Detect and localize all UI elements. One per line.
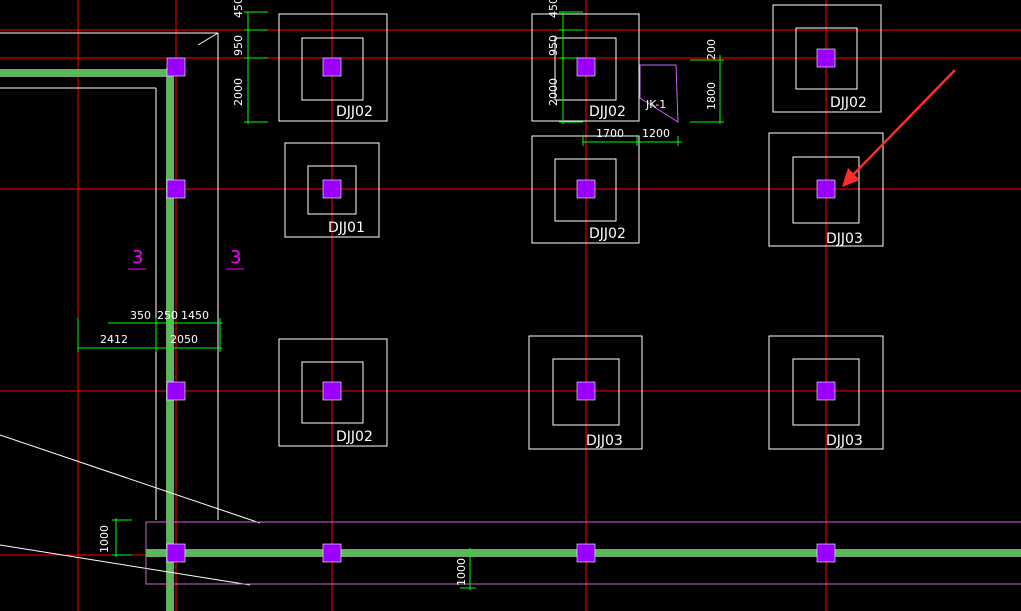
column[interactable] [166, 543, 186, 563]
annotation-arrow [842, 69, 956, 187]
footing-outer [531, 135, 640, 244]
footing-label: DJJ03 [826, 433, 863, 449]
column[interactable] [576, 543, 596, 563]
footing-label: DJJ02 [830, 95, 867, 111]
footing-outer [284, 142, 380, 238]
column[interactable] [322, 543, 342, 563]
columns [166, 48, 836, 563]
column[interactable] [576, 179, 596, 199]
dim-bottom-left-1000: 1000 [98, 525, 111, 553]
footing-inner [792, 358, 860, 426]
footing-1[interactable]: DJJ02 [278, 13, 388, 122]
dimension-lines [77, 11, 724, 590]
column[interactable] [816, 179, 836, 199]
footing-label: DJJ02 [336, 104, 373, 120]
footing-inner [307, 165, 357, 215]
footing-inner [554, 158, 617, 222]
column[interactable] [816, 381, 836, 401]
footing-inner [301, 361, 364, 424]
footing-7[interactable]: DJJ02 [278, 338, 388, 447]
column[interactable] [816, 543, 836, 563]
column[interactable] [166, 179, 186, 199]
footing-outer [528, 335, 643, 450]
column[interactable] [322, 381, 342, 401]
footing-label: DJJ03 [826, 231, 863, 247]
section-mark-right: 3 [230, 247, 241, 268]
footing-outer [278, 13, 388, 122]
footing-outer [768, 132, 884, 247]
footing-label: DJJ02 [589, 226, 626, 242]
footing-5[interactable]: DJJ02 [531, 135, 640, 244]
footing-inner [795, 27, 858, 90]
footing-label: DJJ03 [586, 433, 623, 449]
column[interactable] [166, 57, 186, 77]
dimension-texts: 450 950 2000 450 950 2000 200 1800 1700 … [98, 0, 718, 586]
footing-3[interactable]: DJJ02 [772, 4, 882, 113]
column[interactable] [576, 381, 596, 401]
jk1-note[interactable]: JK-1 [639, 64, 679, 123]
dim-mid-2000: 2000 [547, 78, 560, 106]
dim-left-450: 450 [232, 0, 245, 18]
dim-250: 250 [157, 309, 178, 322]
jk1-label: JK-1 [645, 98, 666, 111]
column[interactable] [322, 57, 342, 77]
column[interactable] [322, 179, 342, 199]
footing-8[interactable]: DJJ03 [528, 335, 643, 450]
dim-2412: 2412 [100, 333, 128, 346]
section-marks: 3 3 [128, 247, 244, 270]
dim-2050: 2050 [170, 333, 198, 346]
dim-right-1800: 1800 [705, 82, 718, 110]
footing-inner [554, 37, 617, 101]
section-mark-left: 3 [132, 247, 143, 268]
footing-outer [772, 4, 882, 113]
footing-inner [301, 37, 364, 101]
column[interactable] [166, 381, 186, 401]
footing-9[interactable]: DJJ03 [768, 335, 884, 450]
dim-bottom-mid-1000: 1000 [455, 558, 468, 586]
dim-h-1200: 1200 [642, 127, 670, 140]
footing-inner [792, 156, 860, 224]
footing-4[interactable]: DJJ01 [284, 142, 380, 238]
footing-inner [552, 358, 620, 426]
dim-h-1700: 1700 [596, 127, 624, 140]
left-structure [0, 32, 261, 611]
column[interactable] [576, 57, 596, 77]
dim-left-2000: 2000 [232, 78, 245, 106]
footing-2[interactable]: DJJ02 [531, 13, 640, 122]
column[interactable] [816, 48, 836, 68]
dim-1450: 1450 [181, 309, 209, 322]
footing-label: DJJ02 [589, 104, 626, 120]
footing-label: DJJ02 [336, 429, 373, 445]
dim-mid-950: 950 [547, 35, 560, 56]
footing-label: DJJ01 [328, 220, 365, 236]
dim-350: 350 [130, 309, 151, 322]
dim-mid-450: 450 [547, 0, 560, 18]
footing-outer [278, 338, 388, 447]
dim-left-950: 950 [232, 35, 245, 56]
footing-6[interactable]: DJJ03 [768, 132, 884, 247]
dim-right-200: 200 [705, 39, 718, 60]
footing-outer [768, 335, 884, 450]
jk1-outline [639, 64, 679, 123]
footing-outer [531, 13, 640, 122]
